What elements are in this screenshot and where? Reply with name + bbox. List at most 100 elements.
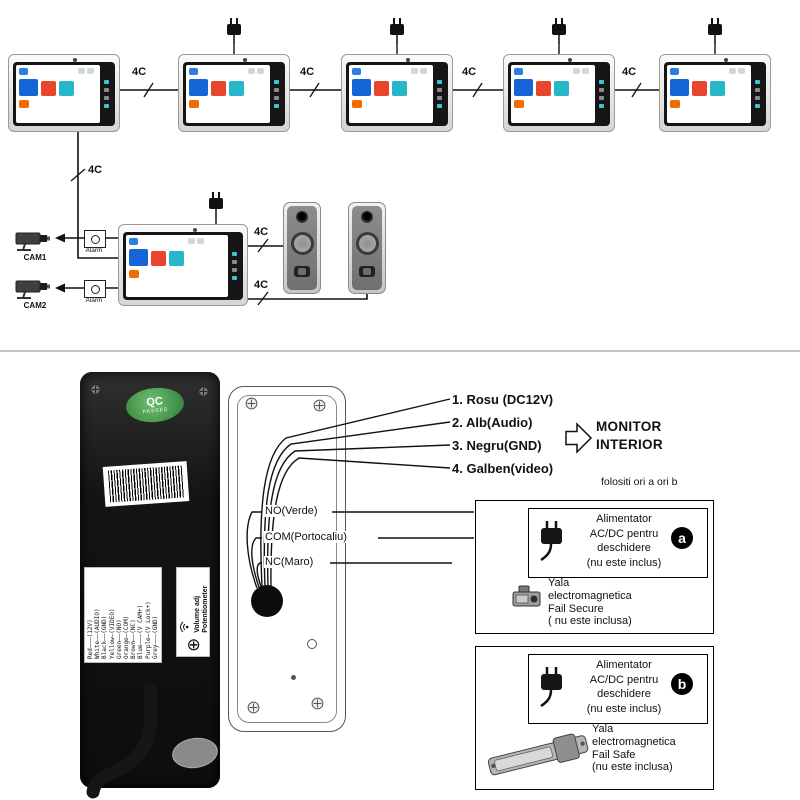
monitor-bezel bbox=[183, 62, 285, 126]
monitor-screen bbox=[511, 65, 595, 123]
screw-icon bbox=[198, 384, 209, 402]
psu-line: Alimentator bbox=[596, 513, 652, 525]
barcode-sticker bbox=[102, 461, 190, 507]
power-adapter-icon bbox=[551, 18, 567, 49]
monitor-camera-icon bbox=[567, 57, 572, 62]
indoor-monitor-1 bbox=[8, 54, 120, 132]
yala-line: Yala bbox=[592, 723, 614, 735]
legend-line: Orange—(COM) bbox=[123, 615, 131, 659]
door-camera-icon bbox=[296, 211, 308, 223]
yala-line: Fail Safe bbox=[592, 748, 636, 761]
cctv-camera-icon bbox=[15, 276, 55, 305]
barcode-stripes bbox=[107, 465, 185, 503]
cam1-label: CAM1 bbox=[23, 253, 47, 262]
arrowhead-icon bbox=[55, 233, 65, 243]
monitor-bezel bbox=[508, 62, 610, 126]
legend-line: White——(AUDIO) bbox=[94, 608, 102, 659]
door-speaker-icon bbox=[290, 232, 314, 255]
legend-line: Black——(GND) bbox=[101, 615, 109, 659]
electric-strike-icon bbox=[480, 725, 595, 790]
indoor-monitor-5 bbox=[659, 54, 771, 132]
wire-label-alb: 2. Alb(Audio) bbox=[452, 415, 533, 430]
wire-label-galben: 4. Galben(video) bbox=[452, 461, 554, 476]
wire-grommet bbox=[251, 585, 283, 617]
yala-line: Yala bbox=[548, 577, 570, 589]
psu-line: AC/DC pentru bbox=[589, 527, 659, 540]
oval-sticker bbox=[170, 734, 220, 772]
screw-icon bbox=[247, 701, 260, 719]
door-station-1 bbox=[283, 202, 321, 294]
legend-line: Grey———(GND) bbox=[151, 615, 159, 659]
alarm-label: Alarm bbox=[85, 247, 103, 254]
power-adapter-icon bbox=[226, 18, 242, 49]
door-call-button bbox=[359, 266, 375, 277]
monitor-screen bbox=[126, 235, 228, 297]
yala-line: electromagnetica bbox=[548, 589, 632, 602]
screw-icon bbox=[90, 382, 101, 400]
psu-line: deschidere bbox=[597, 688, 651, 700]
wire-color-legend: Red———(12V) White——(AUDIO) Black——(GND) … bbox=[84, 567, 162, 663]
monitor-side-buttons bbox=[433, 65, 445, 123]
cable-4c-label: 4C bbox=[622, 66, 637, 78]
monitor-camera-icon bbox=[242, 57, 247, 62]
cctv-camera-icon bbox=[15, 228, 55, 257]
qc-sticker: QC PASSED bbox=[124, 385, 186, 425]
psu-line: deschidere bbox=[597, 542, 651, 554]
master-indoor-monitor bbox=[118, 224, 248, 306]
monitor-screen bbox=[349, 65, 433, 123]
monitor-bezel bbox=[346, 62, 448, 126]
psu-line: (nu este inclus) bbox=[586, 702, 662, 715]
power-adapter-icon bbox=[707, 18, 723, 49]
monitor-bezel bbox=[13, 62, 115, 126]
legend-line: Yellow—(VIDEO) bbox=[108, 608, 116, 659]
plate-hole bbox=[307, 639, 317, 649]
alarm-box bbox=[84, 280, 106, 298]
cable-4c-label: 4C bbox=[132, 66, 147, 78]
yala-line: ( nu este inclusa) bbox=[548, 615, 632, 628]
monitor-camera-icon bbox=[193, 227, 198, 232]
power-adapter-icon bbox=[389, 18, 405, 49]
indoor-monitor-2 bbox=[178, 54, 290, 132]
psu-line: (nu este inclus) bbox=[586, 556, 662, 569]
legend-line: Blue———(V CAM+) bbox=[137, 604, 145, 659]
potentiometer-label: Potentiometer bbox=[202, 585, 209, 633]
monitor-screen bbox=[16, 65, 100, 123]
psu-box-a: Alimentator AC/DC pentru deschidere (nu … bbox=[528, 508, 708, 578]
cable-4c-label: 4C bbox=[300, 66, 315, 78]
destination-monitor: MONITOR bbox=[596, 419, 662, 434]
arrowhead-icon bbox=[55, 283, 65, 293]
indoor-monitor-3 bbox=[341, 54, 453, 132]
door-camera-icon bbox=[361, 211, 373, 223]
cable-4c-label: 4C bbox=[254, 226, 269, 238]
cam2-label: CAM2 bbox=[23, 301, 47, 310]
volume-adj-label: Volume adj bbox=[194, 595, 201, 633]
monitor-screen bbox=[667, 65, 751, 123]
monitor-camera-icon bbox=[723, 57, 728, 62]
option-a-badge: a bbox=[671, 527, 693, 549]
alarm-dot-icon bbox=[90, 284, 100, 294]
door-station-back: QC PASSED Red———(12V) White——(AUDIO) Bla… bbox=[80, 372, 220, 788]
psu-line: AC/DC pentru bbox=[589, 673, 659, 686]
monitor-screen bbox=[186, 65, 270, 123]
qc-subtext: PASSED bbox=[142, 406, 169, 415]
cable-4c-label: 4C bbox=[88, 164, 103, 176]
electromagnetic-lock-icon bbox=[512, 583, 542, 614]
door-speaker-icon bbox=[355, 232, 379, 255]
monitor-side-buttons bbox=[270, 65, 282, 123]
door-station-2 bbox=[348, 202, 386, 294]
relay-no-label: NO(Verde) bbox=[264, 505, 319, 517]
antenna-icon bbox=[176, 586, 194, 633]
monitor-bezel bbox=[664, 62, 766, 126]
yala-line: Fail Secure bbox=[548, 602, 604, 615]
cable-4c-label: 4C bbox=[462, 66, 477, 78]
relay-com-label: COM(Portocaliu) bbox=[264, 531, 348, 543]
screw-icon bbox=[245, 397, 258, 415]
power-adapter-icon bbox=[535, 666, 569, 715]
wire-label-negru: 3. Negru(GND) bbox=[452, 438, 542, 453]
option-b-badge: b bbox=[671, 673, 693, 695]
yala-line: (nu este inclusa) bbox=[592, 761, 673, 774]
psu-box-b: Alimentator AC/DC pentru deschidere (nu … bbox=[528, 654, 708, 724]
option-a-box: Alimentator AC/DC pentru deschidere (nu … bbox=[475, 500, 714, 634]
legend-line: Green——(NO) bbox=[115, 619, 123, 659]
